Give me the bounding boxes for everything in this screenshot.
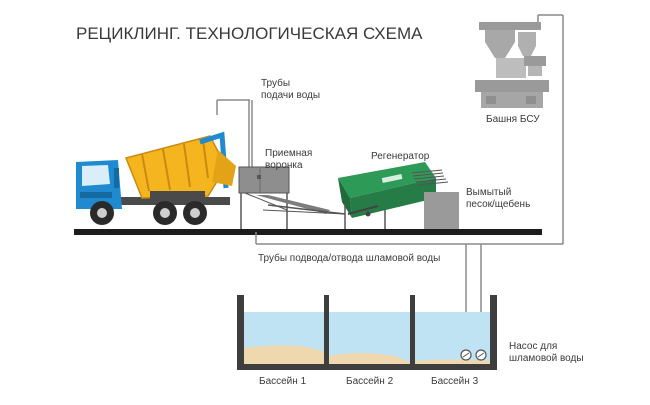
basin-3-label: Бассейн 3 <box>431 376 479 387</box>
bsu-tower <box>475 15 549 108</box>
basin-1-label: Бассейн 1 <box>259 376 307 387</box>
basin-2-label: Бассейн 2 <box>346 376 394 387</box>
hopper-label-2: воронка <box>265 160 303 171</box>
truck-wheels <box>90 201 207 225</box>
basin-3-sand <box>415 359 490 364</box>
pump-label-1: Насос для <box>509 341 557 352</box>
water-pipes <box>216 99 253 167</box>
diagram-title: РЕЦИКЛИНГ. ТЕХНОЛОГИЧЕСКАЯ СХЕМА <box>76 24 423 43</box>
regenerator <box>338 162 449 229</box>
slurry-pipes-label: Трубы подвода/отвода шламовой воды <box>258 252 440 264</box>
regenerator-label: Регенератор <box>371 151 430 162</box>
washed-sand-bin <box>424 192 459 229</box>
basin-divider-1 <box>324 295 329 364</box>
mixer-drum <box>124 135 227 199</box>
basin-1-sand <box>244 345 324 364</box>
washed-sand-label-1: Вымытый <box>466 187 511 198</box>
tower-label: Башня БСУ <box>486 114 540 125</box>
mixer-truck <box>76 131 236 225</box>
water-pipes-label-1: Трубы <box>261 77 290 89</box>
water-pipes-label-2: подачи воды <box>261 90 320 101</box>
hopper-label-1: Приемная <box>265 148 312 159</box>
basin-divider-2 <box>410 295 415 364</box>
washed-sand-label-2: песок/щебень <box>466 198 530 210</box>
receiving-hopper <box>238 166 346 229</box>
slurry-pump-icon <box>460 349 487 361</box>
ground-line <box>74 229 542 235</box>
pump-label-2: шламовой воды <box>509 353 584 364</box>
basin-2-sand <box>329 353 410 364</box>
settling-basins <box>237 295 497 370</box>
